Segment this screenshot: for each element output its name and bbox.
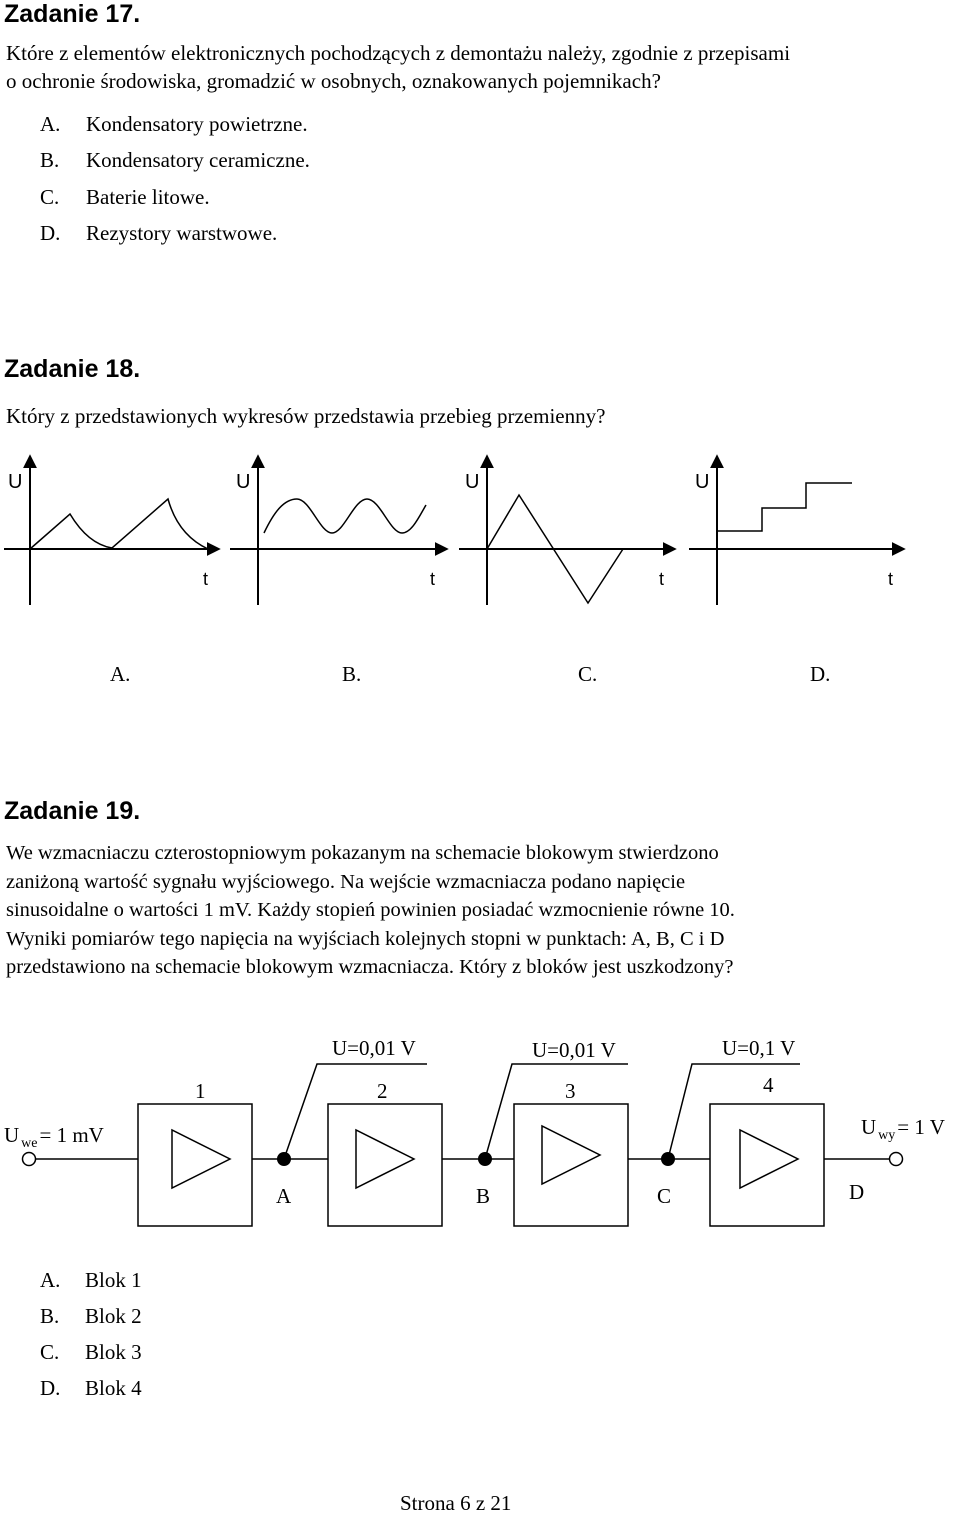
- graph-d-ylabel: U: [695, 471, 709, 493]
- task-19-option-d-text: Blok 4: [85, 1376, 142, 1400]
- graph-d-curve: [717, 482, 852, 532]
- graph-c-xlabel: t: [659, 569, 664, 589]
- probe-c: [661, 1063, 800, 1166]
- block-4: [709, 1103, 825, 1227]
- task-19-option-d-letter: D.: [40, 1376, 61, 1400]
- block-4-number: 4: [763, 1073, 774, 1097]
- graph-d-caption: D.: [810, 662, 831, 686]
- task-17-question-line-1: Które z elementów elektronicznych pochod…: [6, 41, 791, 65]
- task-19-option-a-text: Blok 1: [85, 1268, 142, 1292]
- task-17-heading: Zadanie 17.: [4, 0, 141, 28]
- measurement-c: U=0,1 V: [722, 1036, 795, 1060]
- probe-a: [277, 1063, 427, 1166]
- block-2-number: 2: [377, 1079, 388, 1103]
- graph-a-ylabel: U: [8, 471, 22, 493]
- block-2: [327, 1103, 443, 1227]
- graph-a-caption: A.: [110, 662, 131, 686]
- graph-b-xlabel: t: [430, 569, 435, 589]
- probe-b: [478, 1063, 628, 1166]
- input-terminal: [21, 1151, 37, 1167]
- task-17-option-d-letter: D.: [40, 221, 61, 245]
- task-17-option-b-text: Kondensatory ceramiczne.: [86, 148, 310, 172]
- graph-a: U t: [4, 454, 221, 605]
- task-17-option-a-text: Kondensatory powietrzne.: [86, 112, 308, 136]
- task-19-option-a-letter: A.: [40, 1268, 61, 1292]
- graph-a-curve: [29, 497, 209, 550]
- page-footer: Strona 6 z 21: [400, 1491, 512, 1515]
- task-18-graphs: U t U t U t U t: [4, 454, 906, 605]
- graph-b-curve: [263, 498, 427, 534]
- task-17-option-c-text: Baterie litowe.: [86, 185, 210, 209]
- task-19-line-3: sinusoidalne o wartości 1 mV. Każdy stop…: [6, 899, 735, 921]
- graph-b-caption: B.: [342, 662, 362, 686]
- graph-d: U t: [689, 454, 906, 605]
- point-a-label: A: [276, 1184, 292, 1208]
- amplifier-triangle-icon: [541, 1124, 602, 1186]
- task-19-line-4: Wyniki pomiarów tego napięcia na wyjścia…: [6, 927, 725, 950]
- task-17-option-a-letter: A.: [40, 112, 61, 136]
- block-1: [137, 1103, 253, 1227]
- task-17-option-c-letter: C.: [40, 185, 60, 209]
- task-19-option-c-text: Blok 3: [85, 1340, 142, 1364]
- task-19-option-c-letter: C.: [40, 1340, 60, 1364]
- graph-c: U t: [459, 454, 677, 605]
- measurement-a: U=0,01 V: [332, 1036, 416, 1060]
- task-17-option-b-letter: B.: [40, 148, 60, 172]
- block-3: [513, 1103, 629, 1227]
- graph-a-xlabel: t: [203, 569, 208, 589]
- point-c-label: C: [657, 1184, 671, 1208]
- block-3-number: 3: [565, 1079, 576, 1103]
- task-18-heading: Zadanie 18.: [4, 355, 141, 383]
- output-terminal: [888, 1151, 904, 1167]
- point-b-label: B: [476, 1184, 490, 1208]
- amplifier-triangle-icon: [171, 1128, 232, 1190]
- block-1-number: 1: [195, 1079, 206, 1103]
- task-19-option-b-text: Blok 2: [85, 1304, 142, 1328]
- task-19-line-5: przedstawiono na schemacie blokowym wzma…: [6, 956, 734, 978]
- amplifier-triangle-icon: [355, 1128, 416, 1190]
- point-d-label: D: [849, 1180, 864, 1204]
- task-19-heading: Zadanie 19.: [4, 797, 141, 825]
- point-a-dot: [277, 1152, 291, 1166]
- task-19-line-1: We wzmacniaczu czterostopniowym pokazany…: [6, 842, 719, 864]
- task-17-question-line-2: o ochronie środowiska, gromadzić w osobn…: [6, 69, 661, 93]
- task-19-paragraph: We wzmacniaczu czterostopniowym pokazany…: [6, 839, 954, 982]
- graph-c-curve: [486, 493, 624, 605]
- task-17-option-d-text: Rezystory warstwowe.: [86, 221, 278, 245]
- point-b-dot: [478, 1152, 492, 1166]
- task-19-line-2: zaniżoną wartość sygnału wyjściowego. Na…: [6, 870, 686, 893]
- task-18-question: Który z przedstawionych wykresów przedst…: [6, 404, 606, 428]
- graph-c-caption: C.: [578, 662, 598, 686]
- point-c-dot: [661, 1152, 675, 1166]
- graph-d-xlabel: t: [888, 569, 893, 589]
- amplifier-triangle-icon: [739, 1128, 800, 1190]
- task-19-option-b-letter: B.: [40, 1304, 60, 1328]
- graph-b: U t: [230, 454, 449, 605]
- graph-c-ylabel: U: [465, 471, 479, 493]
- measurement-b: U=0,01 V: [532, 1038, 616, 1062]
- graph-b-ylabel: U: [236, 471, 250, 493]
